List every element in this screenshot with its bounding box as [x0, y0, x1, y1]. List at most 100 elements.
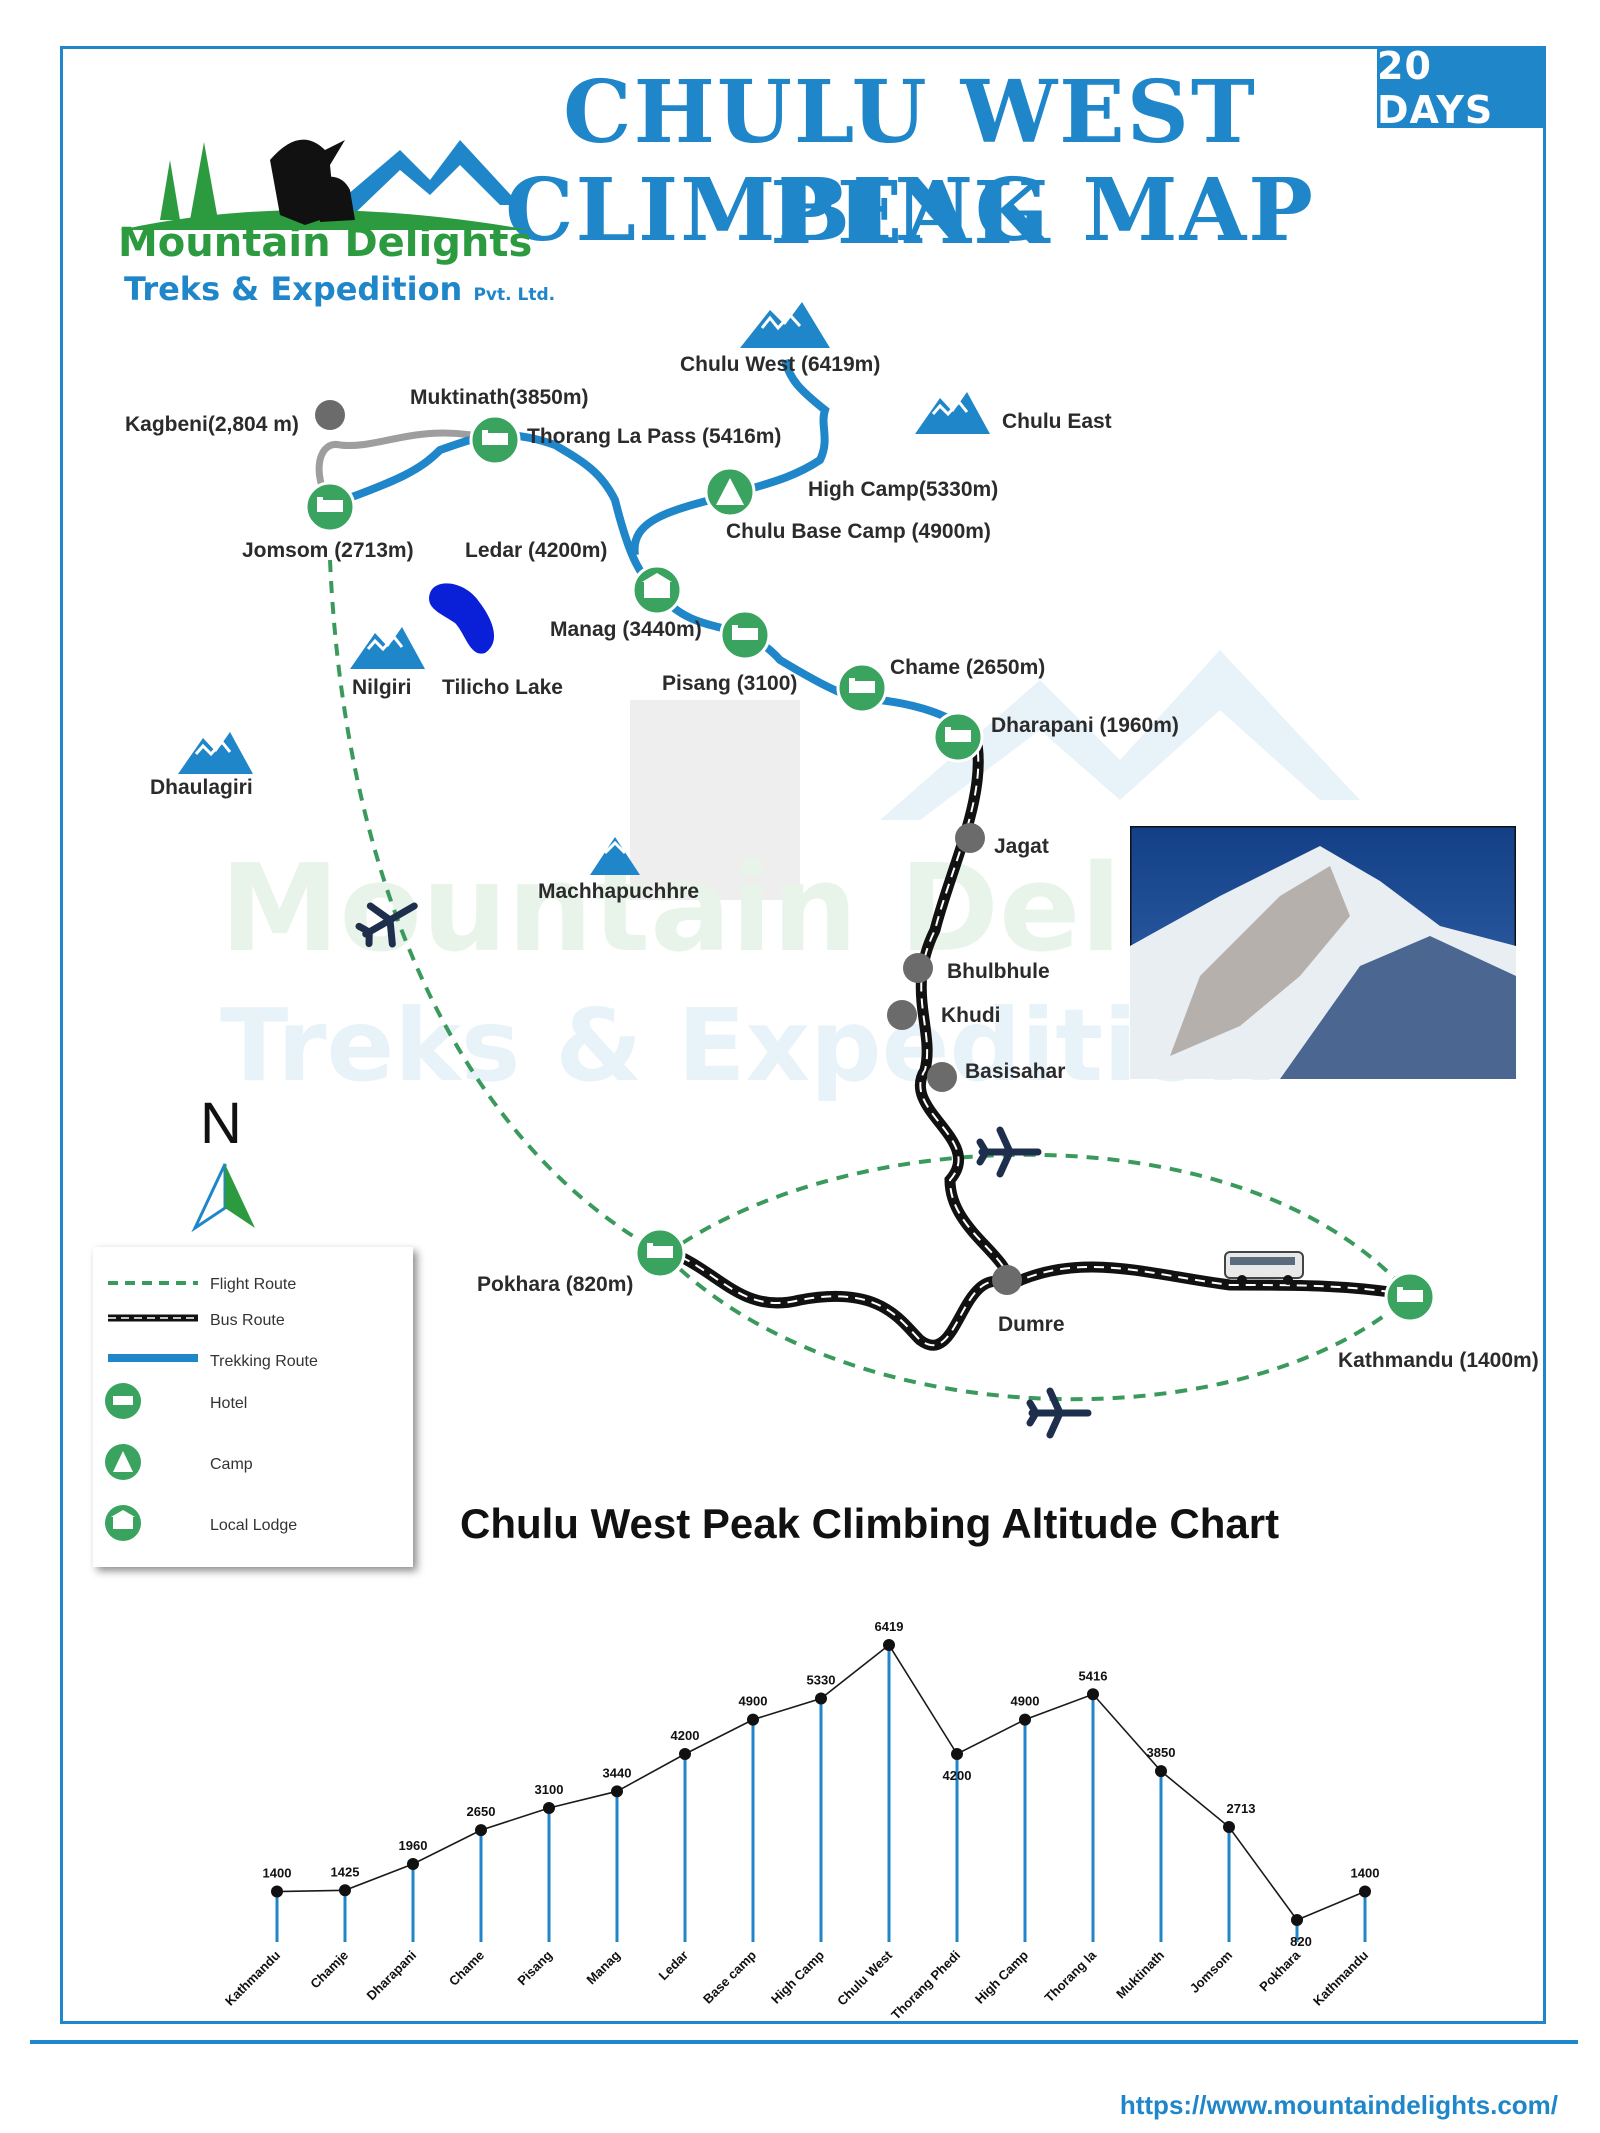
mountain-icon	[350, 627, 425, 669]
label-tilicho: Tilicho Lake	[442, 676, 563, 699]
website-url[interactable]: https://www.mountaindelights.com/	[1119, 2090, 1558, 2120]
legend-hotel-label: Hotel	[210, 1395, 248, 1412]
category-label: Manag	[583, 1947, 623, 1987]
stop-marker-basisahar	[927, 1062, 957, 1092]
data-point	[271, 1885, 283, 1898]
marker-layer	[304, 400, 1436, 1439]
stop-marker-kagbeni	[315, 400, 345, 430]
label-ledar: Ledar (4200m)	[465, 539, 608, 562]
footer-rule	[30, 2040, 1578, 2044]
logo-pvt: Pvt. Ltd.	[473, 285, 556, 305]
data-label: 4200	[943, 1768, 972, 1783]
category-label: High Camp	[972, 1947, 1031, 2006]
label-basisahar: Basisahar	[965, 1060, 1066, 1083]
company-logo	[120, 139, 530, 230]
data-label: 3850	[1147, 1745, 1176, 1760]
label-high-camp: High Camp(5330m)	[808, 478, 999, 501]
data-point	[1223, 1821, 1235, 1834]
data-point	[1087, 1688, 1099, 1701]
logo-sub-text: Treks & Expedition	[124, 270, 463, 308]
data-label: 6419	[875, 1619, 904, 1634]
airplane-icon	[1026, 1387, 1092, 1439]
hotel-marker-pisang	[719, 609, 771, 661]
mountain-icon	[178, 732, 253, 774]
label-kagbeni: Kagbeni(2,804 m)	[125, 413, 299, 436]
label-dumre: Dumre	[998, 1313, 1065, 1336]
label-pisang: Pisang (3100)	[662, 672, 798, 695]
bus-route	[663, 733, 1411, 1351]
lodge-marker-manag	[631, 564, 683, 616]
category-label: Chamje	[307, 1948, 351, 1992]
category-label: Chame	[446, 1948, 487, 1989]
label-manag: Manag (3440m)	[550, 618, 702, 641]
duration-badge: 20 DAYS	[1377, 44, 1545, 132]
data-point	[1359, 1885, 1371, 1898]
stop-marker-dumre	[992, 1265, 1022, 1295]
label-kathmandu: Kathmandu (1400m)	[1338, 1349, 1539, 1372]
hotel-marker-kathmandu	[1384, 1271, 1436, 1323]
altitude-chart: 1400Kathmandu1425Chamje1960Dharapani2650…	[222, 1619, 1380, 2023]
label-thorang-la: Thorang La Pass (5416m)	[527, 425, 782, 448]
label-khudi: Khudi	[941, 1004, 1001, 1027]
label-base-camp: Chulu Base Camp (4900m)	[726, 520, 991, 543]
data-label: 2650	[467, 1804, 496, 1819]
data-label: 5416	[1079, 1668, 1108, 1683]
category-label: Kathmandu	[222, 1947, 283, 2008]
data-point	[883, 1639, 895, 1651]
data-point	[815, 1692, 827, 1705]
category-label: Jomsom	[1187, 1948, 1235, 1996]
category-label: Thorang la	[1042, 1947, 1100, 2005]
mountain-icon	[590, 837, 640, 875]
page-title-line2: CLIMBING MAP	[505, 160, 1315, 261]
data-point	[1291, 1914, 1303, 1926]
north-arrow-icon	[191, 1163, 255, 1232]
data-label: 1400	[263, 1866, 292, 1881]
data-point	[407, 1858, 419, 1871]
logo-name: Mountain Delights	[118, 220, 533, 266]
tilicho-lake	[429, 583, 495, 654]
label-chame: Chame (2650m)	[890, 656, 1046, 679]
bus-icon	[1224, 1251, 1304, 1285]
hotel-marker-pokhara	[634, 1227, 686, 1279]
data-point	[339, 1884, 351, 1897]
camp-marker-base-camp	[704, 466, 756, 518]
data-label: 1425	[331, 1864, 360, 1879]
data-point	[679, 1747, 691, 1760]
data-point	[747, 1713, 759, 1726]
label-chulu-west: Chulu West (6419m)	[680, 353, 881, 376]
stop-marker-jagat	[955, 823, 985, 853]
label-dharapani: Dharapani (1960m)	[991, 714, 1179, 737]
flight-route-pokhara-kathmandu-lower	[663, 1253, 1412, 1402]
label-jomsom: Jomsom (2713m)	[242, 539, 414, 562]
category-label: Ledar	[655, 1948, 691, 1984]
stop-marker-bhulbhule	[903, 953, 933, 983]
category-label: Thorang Phedi	[888, 1948, 963, 2023]
category-label: Kathmandu	[1310, 1947, 1371, 2008]
category-label: Dharapani	[364, 1948, 420, 2004]
category-label: Chulu West	[834, 1947, 895, 2008]
data-label: 3100	[535, 1782, 564, 1797]
map-frame	[60, 46, 1546, 2024]
mountain-icon	[740, 302, 830, 348]
label-jagat: Jagat	[994, 835, 1049, 858]
label-muktinath: Muktinath(3850m)	[410, 386, 589, 409]
legend-camp-label: Camp	[210, 1456, 253, 1473]
side-route-kagbeni	[315, 429, 496, 507]
logo-subtitle: Treks & Expedition Pvt. Ltd.	[124, 270, 555, 308]
trekking-route-summit	[630, 358, 830, 556]
category-label: Pisang	[514, 1947, 555, 1988]
data-label: 3440	[603, 1765, 632, 1780]
label-pokhara: Pokhara (820m)	[477, 1273, 634, 1296]
category-label: High Camp	[768, 1947, 827, 2006]
category-label: Base camp	[700, 1947, 759, 2006]
data-point	[951, 1747, 963, 1760]
data-point	[1019, 1713, 1031, 1726]
data-label: 2713	[1227, 1801, 1256, 1816]
legend-lodge-label: Local Lodge	[210, 1517, 298, 1534]
data-label: 5330	[807, 1672, 836, 1687]
airplane-icon	[976, 1126, 1042, 1178]
label-dhaulagiri: Dhaulagiri	[150, 776, 253, 799]
data-point	[1155, 1765, 1167, 1778]
data-point	[543, 1802, 555, 1815]
label-bhulbhule: Bhulbhule	[947, 960, 1050, 983]
